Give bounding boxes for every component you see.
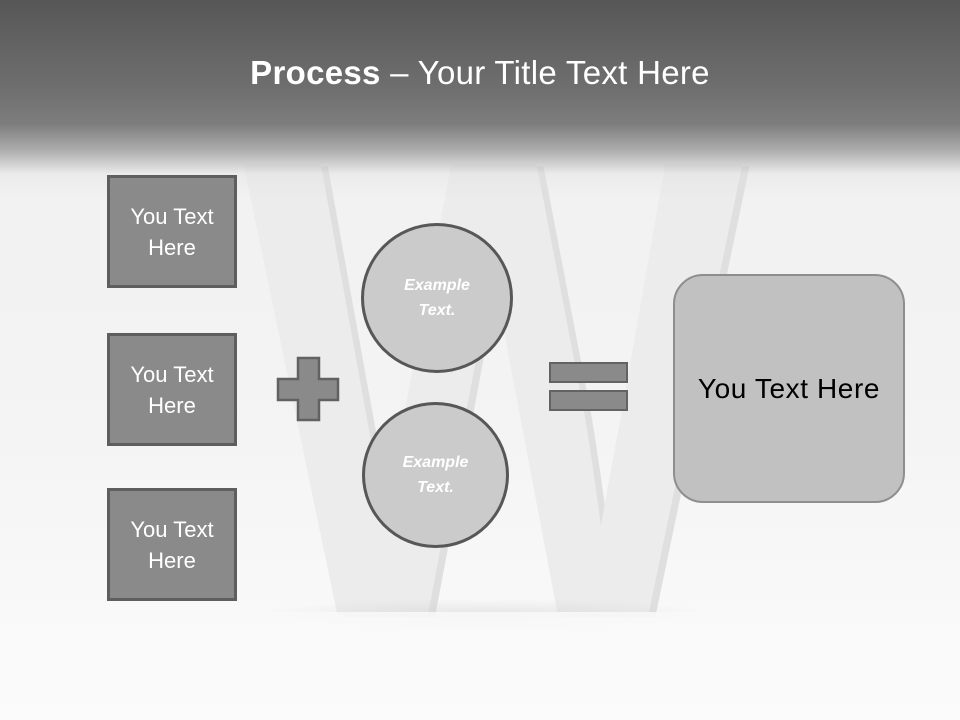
example-circle-2-line1: Example: [402, 454, 469, 471]
page-title-rest: – Your Title Text Here: [390, 54, 710, 91]
floor-fade: [0, 612, 960, 720]
example-circle-1-line1: Example: [404, 277, 470, 294]
example-circle-1[interactable]: Example Text.: [361, 223, 513, 373]
input-box-1[interactable]: You Text Here: [107, 175, 237, 288]
page-title-bold: Process: [250, 54, 381, 91]
example-circle-2[interactable]: Example Text.: [362, 402, 509, 548]
example-circle-2-line2: Text.: [417, 479, 454, 496]
page-title: Process – Your Title Text Here: [0, 54, 960, 92]
equals-bar-bottom: [549, 390, 628, 411]
input-box-2-label: You Text Here: [130, 361, 214, 418]
result-box-label: You Text Here: [697, 372, 881, 404]
equals-bar-top: [549, 362, 628, 383]
input-box-2[interactable]: You Text Here: [107, 333, 237, 446]
input-box-3-label: You Text Here: [130, 516, 214, 573]
result-box[interactable]: You Text Here: [673, 274, 905, 503]
header-band: Process – Your Title Text Here: [0, 0, 960, 200]
input-box-1-label: You Text Here: [130, 203, 214, 260]
input-box-3[interactable]: You Text Here: [107, 488, 237, 601]
example-circle-1-line2: Text.: [418, 302, 456, 319]
plus-icon[interactable]: [274, 354, 342, 424]
